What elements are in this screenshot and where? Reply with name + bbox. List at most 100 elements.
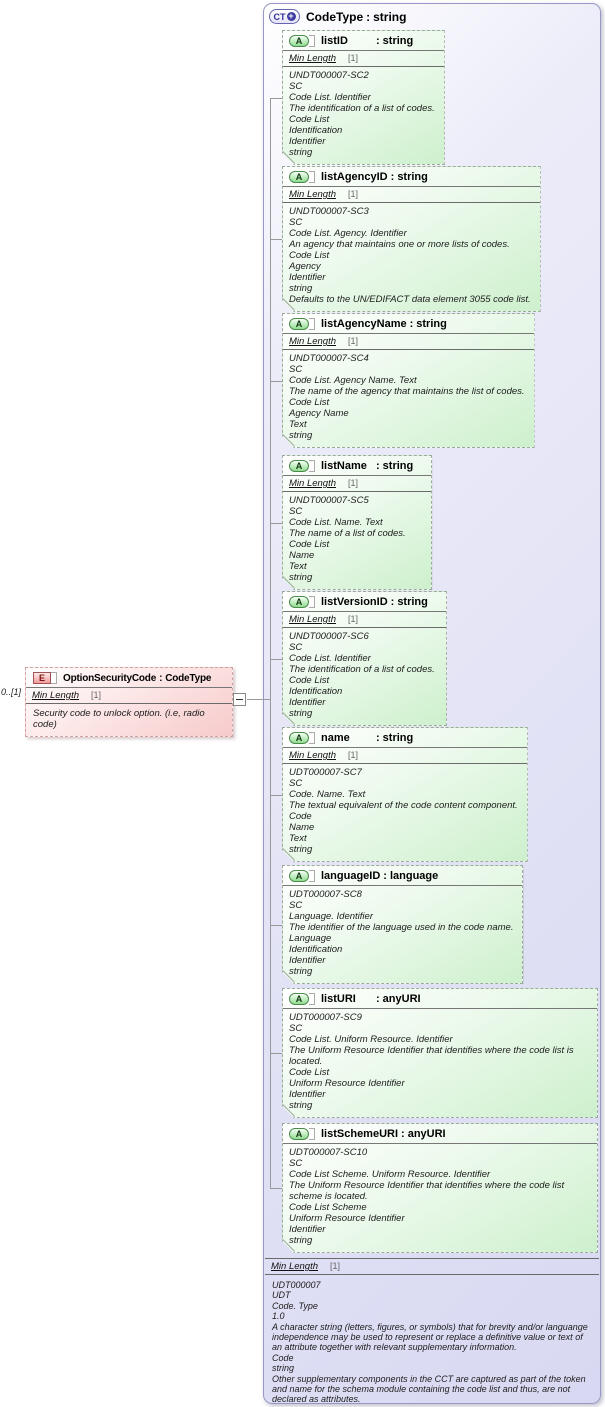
- plus-icon: +: [286, 11, 296, 21]
- attribute-icon: A: [289, 35, 309, 47]
- complextype-header[interactable]: CT + CodeType:string: [269, 9, 406, 24]
- doc-line: UNDT000007-SC3: [289, 206, 369, 217]
- facet-value: [1]: [348, 750, 359, 760]
- doc-line: SC: [289, 217, 303, 228]
- doc-line: string: [289, 1235, 313, 1246]
- doc-line: Identifier: [289, 697, 326, 708]
- doc-line: Code List. Agency. Identifier: [289, 228, 407, 239]
- doc-line: SC: [289, 81, 303, 92]
- attribute-icon: A: [289, 993, 309, 1005]
- doc-line: Code List: [289, 539, 330, 550]
- doc-line: Text: [289, 833, 307, 844]
- attribute-title: listAgencyID:string: [321, 171, 428, 183]
- facet-value: [1]: [348, 478, 359, 488]
- doc-line: Defaults to the UN/EDIFACT data element …: [289, 294, 531, 305]
- facet-value: [1]: [348, 189, 359, 199]
- doc-line: Code List: [289, 675, 330, 686]
- doc-line: Agency Name: [289, 408, 349, 419]
- attribute-icon: A: [289, 171, 309, 183]
- attribute-facet-row: Min Length[1]: [283, 51, 444, 67]
- doc-line: Code: [289, 811, 312, 822]
- doc-line: SC: [289, 642, 303, 653]
- doc-line: The textual equivalent of the code conte…: [289, 800, 518, 811]
- connector-stub: [270, 1053, 283, 1054]
- doc-line: Identifier: [289, 1224, 326, 1235]
- doc-line: Identification: [289, 944, 343, 955]
- doc-line: Uniform Resource Identifier: [289, 1078, 405, 1089]
- attribute-page-icon: [309, 460, 315, 472]
- attribute-page-icon: [309, 1128, 315, 1140]
- doc-line: Identifier: [289, 1089, 326, 1100]
- doc-line: UNDT000007-SC2: [289, 70, 369, 81]
- facet-name: Min Length: [271, 1261, 319, 1272]
- attribute-facet-row: Min Length[1]: [283, 748, 527, 764]
- facet-value: [1]: [348, 336, 359, 346]
- doc-line: string: [289, 283, 313, 294]
- attribute-page-icon: [309, 171, 315, 183]
- doc-line: Code. Type: [272, 1300, 318, 1311]
- doc-line: UDT: [272, 1290, 291, 1301]
- doc-line: string: [289, 844, 313, 855]
- doc-line: Code List. Identifier: [289, 92, 371, 103]
- doc-line: Text: [289, 419, 307, 430]
- attribute-page-icon: [309, 318, 315, 330]
- doc-line: The identification of a list of codes.: [289, 664, 435, 675]
- facet-name: Min Length: [289, 478, 337, 489]
- attribute-facet-row: Min Length[1]: [283, 187, 540, 203]
- attribute-icon: A: [289, 1128, 309, 1140]
- element-header: E OptionSecurityCode:CodeType: [26, 668, 232, 688]
- element-box[interactable]: E OptionSecurityCode:CodeType Min Length…: [25, 667, 233, 737]
- connector-spine: [270, 98, 271, 1188]
- doc-line: string: [289, 430, 313, 441]
- complextype-icon: CT +: [269, 9, 300, 24]
- attribute-facet-row: Min Length [1]: [283, 334, 534, 350]
- doc-line: SC: [289, 506, 303, 517]
- attribute-title: listName:string: [321, 460, 414, 472]
- facet-name: Min Length: [289, 336, 337, 347]
- doc-line: string: [289, 966, 313, 977]
- connector-stub: [270, 795, 283, 796]
- element-icon: E: [33, 672, 51, 684]
- attribute-page-icon: [309, 596, 315, 608]
- collapse-handle[interactable]: [233, 693, 246, 706]
- doc-line: Uniform Resource Identifier: [289, 1213, 405, 1224]
- doc-line: string: [289, 572, 313, 583]
- attribute-title: name:string: [321, 732, 414, 744]
- attribute-icon: A: [289, 732, 309, 744]
- facet-value: [1]: [348, 614, 359, 624]
- doc-line: The name of the agency that maintains th…: [289, 386, 525, 397]
- connector-stub: [270, 98, 283, 99]
- element-facet-row: Min Length [1]: [26, 688, 232, 704]
- doc-line: SC: [289, 364, 303, 375]
- complextype-facet-row: Min Length [1]: [265, 1258, 599, 1275]
- doc-line: 1.0: [272, 1311, 285, 1322]
- doc-line: Code: [272, 1352, 294, 1363]
- doc-line: The name of a list of codes.: [289, 528, 406, 539]
- attribute-icon: A: [289, 596, 309, 608]
- minus-icon: [236, 699, 243, 700]
- doc-line: An agency that maintains one or more lis…: [289, 239, 510, 250]
- connector-stub: [270, 381, 283, 382]
- connector-entry-line: [247, 699, 270, 700]
- connector-stub: [270, 239, 283, 240]
